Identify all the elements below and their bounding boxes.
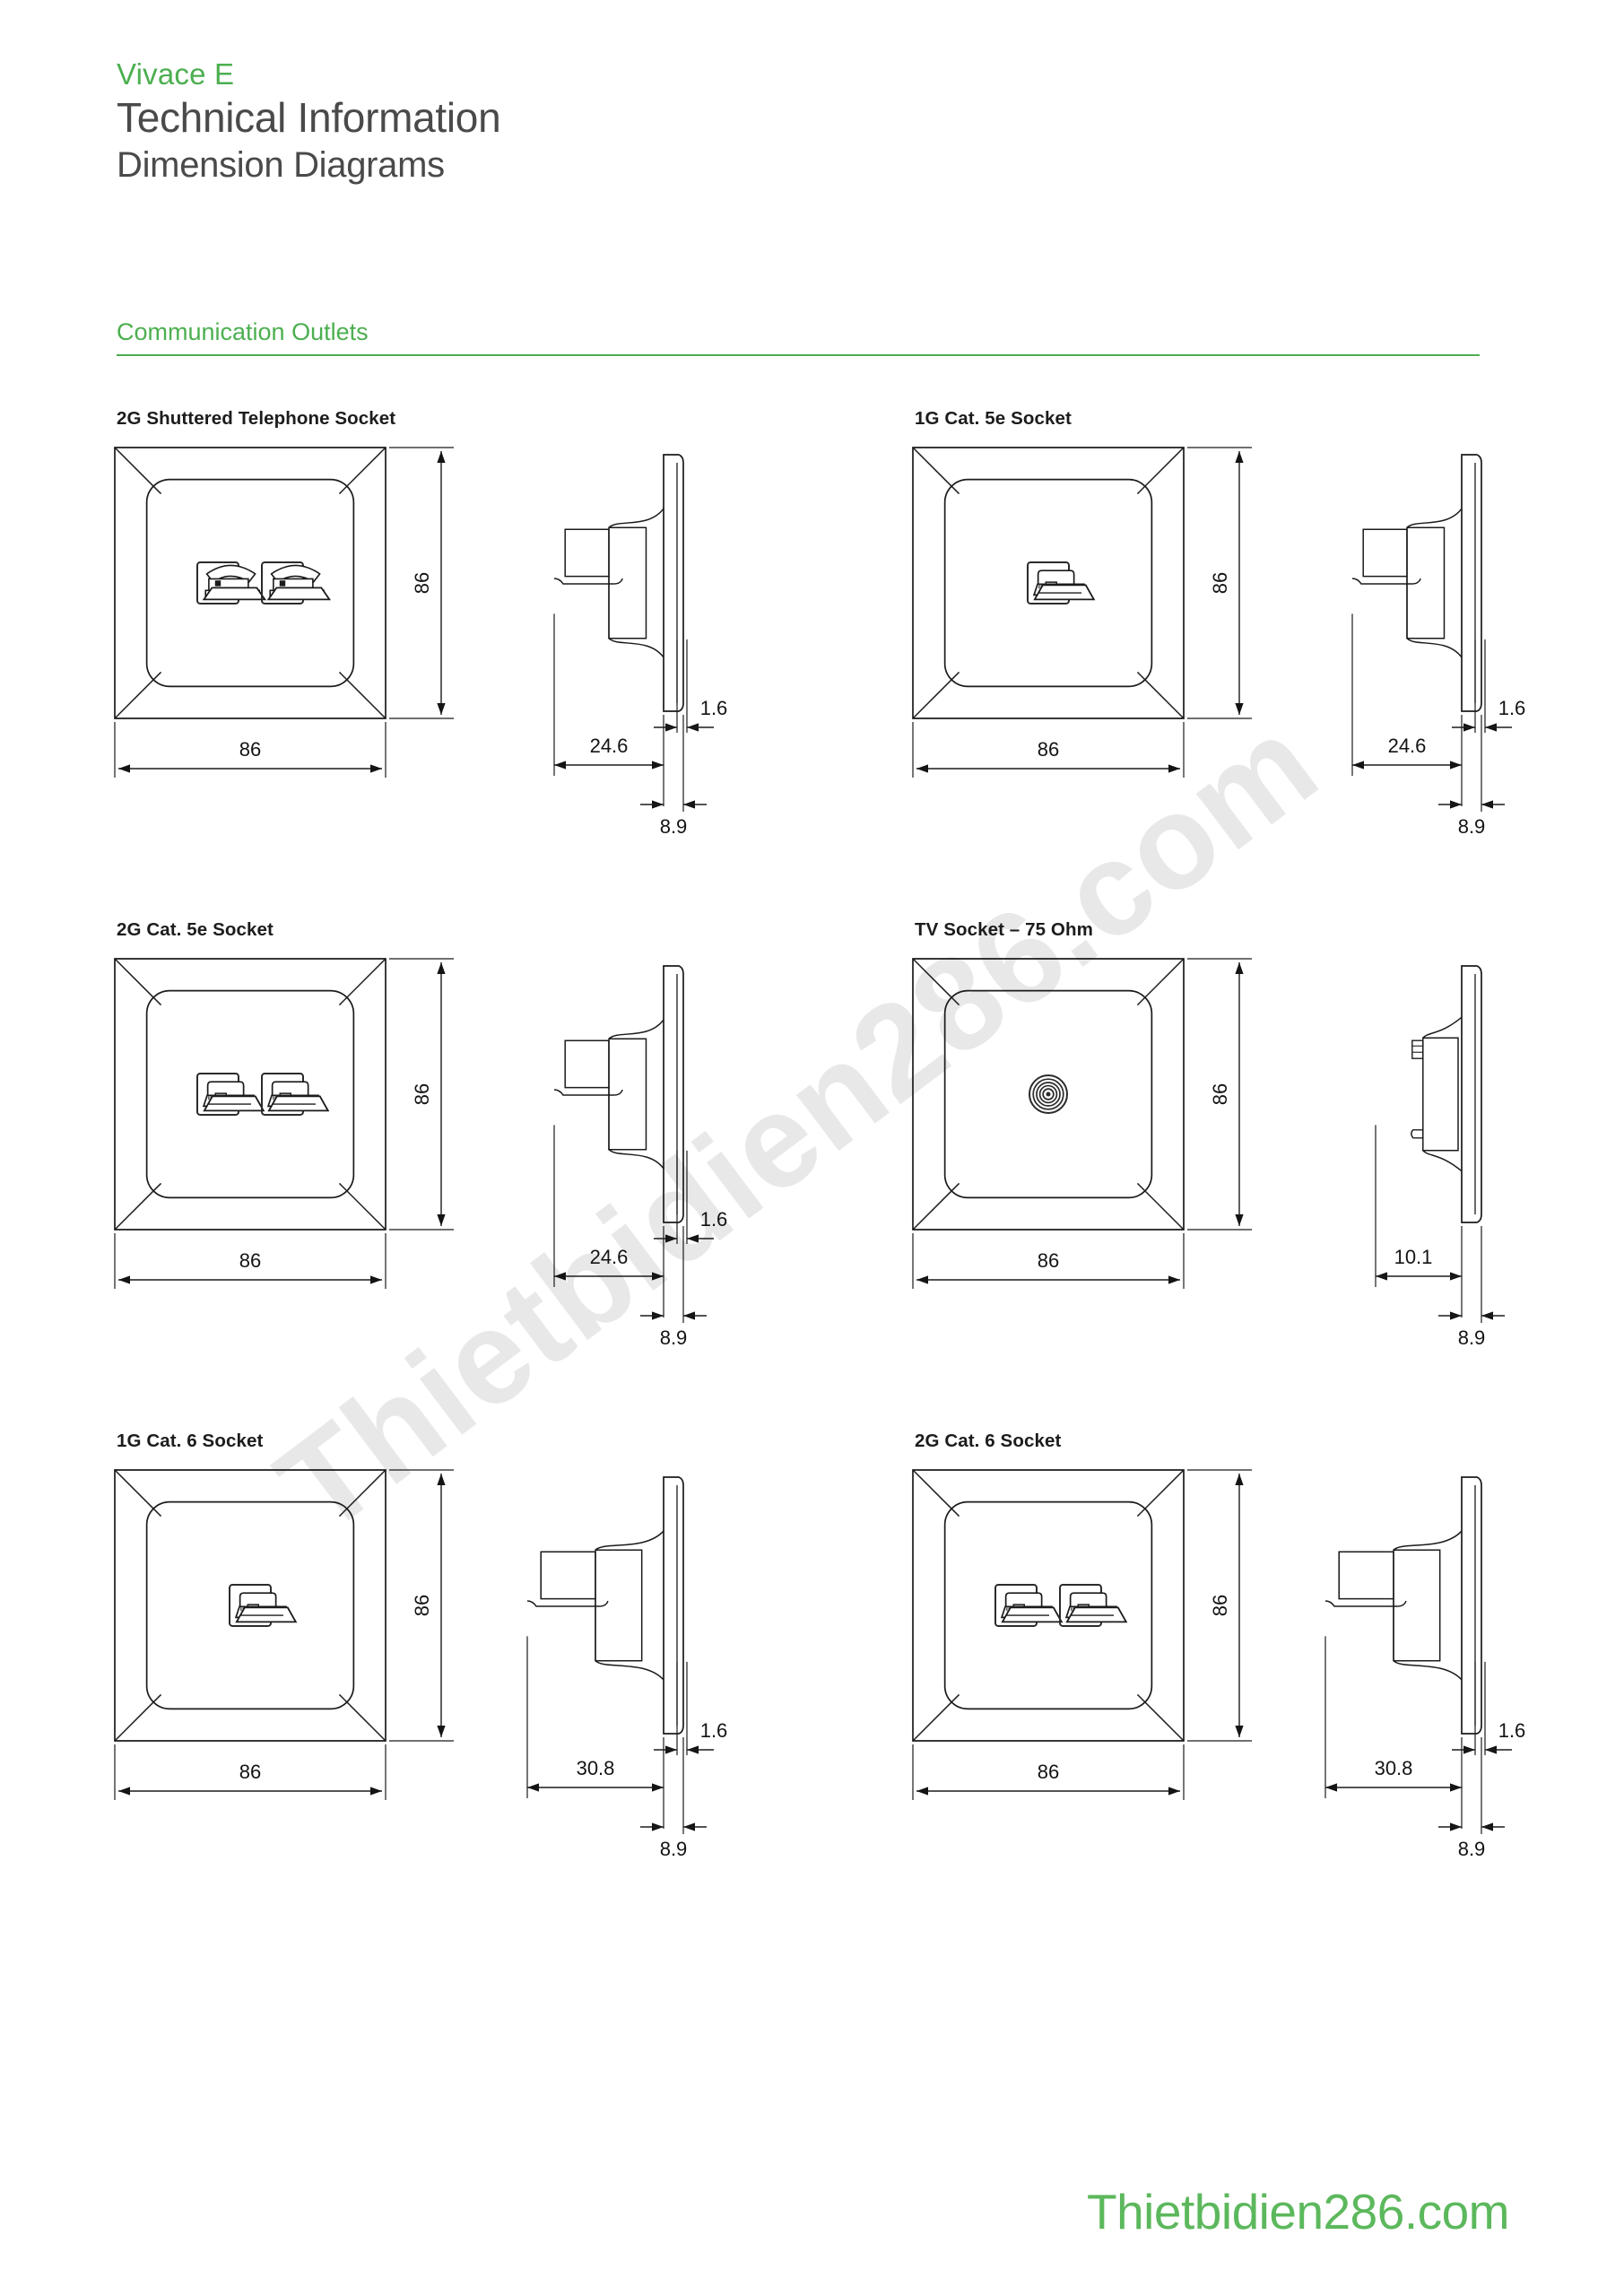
svg-text:1.6: 1.6 (700, 1719, 728, 1742)
svg-text:8.9: 8.9 (1458, 1838, 1486, 1860)
svg-text:1.6: 1.6 (1498, 697, 1526, 719)
page-title: Technical Information (117, 94, 501, 142)
dimension-drawing: 86 86 24.6 8.9 1.6 (114, 958, 728, 1349)
svg-text:1.6: 1.6 (700, 697, 728, 719)
svg-text:24.6: 24.6 (590, 1246, 629, 1268)
svg-text:86: 86 (411, 1595, 433, 1616)
svg-text:86: 86 (239, 1761, 261, 1783)
diagram-card-0: 2G Shuttered Telephone Socket 86 86 24.6 8.… (108, 408, 816, 874)
dimension-drawing: 86 86 24.6 8.9 1.6 (114, 447, 728, 838)
diagram-title: 2G Cat. 5e Socket (117, 919, 274, 940)
dimension-drawing: 86 86 30.8 8.9 1.6 (114, 1469, 728, 1860)
svg-text:10.1: 10.1 (1394, 1246, 1433, 1268)
diagram-card-2: 2G Cat. 5e Socket 86 86 24.6 8.9 1.6 (108, 919, 816, 1386)
diagram-card-5: 2G Cat. 6 Socket 86 86 30.8 8.9 1.6 (906, 1431, 1614, 1897)
svg-text:86: 86 (411, 1083, 433, 1105)
svg-text:30.8: 30.8 (577, 1757, 615, 1779)
diagram-card-3: TV Socket – 75 Ohm 86 86 10.1 8.9 (906, 919, 1614, 1386)
diagram-drawing: 86 86 24.6 8.9 1.6 (906, 442, 1614, 864)
diagram-title: 1G Cat. 5e Socket (915, 408, 1072, 429)
svg-text:8.9: 8.9 (660, 1326, 688, 1349)
diagram-card-1: 1G Cat. 5e Socket 86 86 24.6 8.9 1.6 (906, 408, 1614, 874)
svg-text:86: 86 (411, 572, 433, 594)
svg-text:8.9: 8.9 (660, 815, 688, 838)
svg-text:86: 86 (1038, 1249, 1059, 1272)
svg-text:86: 86 (1209, 1595, 1231, 1616)
section-title: Communication Outlets (117, 318, 369, 345)
diagram-title: TV Socket – 75 Ohm (915, 919, 1093, 940)
diagram-drawing: 86 86 10.1 8.9 (906, 953, 1614, 1375)
diagram-drawing: 86 86 30.8 8.9 1.6 (906, 1465, 1614, 1886)
svg-text:86: 86 (239, 1249, 261, 1272)
diagram-title: 2G Shuttered Telephone Socket (117, 408, 396, 429)
svg-text:86: 86 (1209, 1083, 1231, 1105)
diagram-drawing: 86 86 30.8 8.9 1.6 (108, 1465, 816, 1886)
site-footer: Thietbidien286.com (1086, 2184, 1510, 2239)
svg-text:8.9: 8.9 (660, 1838, 688, 1860)
svg-text:86: 86 (239, 738, 261, 761)
diagram-card-4: 1G Cat. 6 Socket 86 86 30.8 8.9 1.6 (108, 1431, 816, 1897)
page-header: Vivace E Technical Information Dimension… (117, 56, 501, 187)
diagram-title: 2G Cat. 6 Socket (915, 1431, 1062, 1451)
section-header: Communication Outlets (117, 318, 1480, 356)
svg-text:86: 86 (1038, 1761, 1059, 1783)
dimension-drawing: 86 86 24.6 8.9 1.6 (912, 447, 1526, 838)
svg-text:8.9: 8.9 (1458, 1326, 1486, 1349)
diagram-drawing: 86 86 24.6 8.9 1.6 (108, 953, 816, 1375)
svg-text:86: 86 (1209, 572, 1231, 594)
svg-text:8.9: 8.9 (1458, 815, 1486, 838)
page-subtitle: Dimension Diagrams (117, 145, 445, 186)
dimension-drawing: 86 86 10.1 8.9 (912, 958, 1505, 1349)
diagram-drawing: 86 86 24.6 8.9 1.6 (108, 442, 816, 864)
svg-text:86: 86 (1038, 738, 1059, 761)
dimension-drawing: 86 86 30.8 8.9 1.6 (912, 1469, 1526, 1860)
diagram-title: 1G Cat. 6 Socket (117, 1431, 264, 1451)
svg-text:30.8: 30.8 (1375, 1757, 1413, 1779)
svg-text:24.6: 24.6 (590, 735, 629, 757)
svg-text:24.6: 24.6 (1388, 735, 1427, 757)
section-divider (117, 354, 1480, 356)
svg-text:1.6: 1.6 (700, 1208, 728, 1231)
svg-text:1.6: 1.6 (1498, 1719, 1526, 1742)
brand-name: Vivace E (117, 57, 235, 91)
